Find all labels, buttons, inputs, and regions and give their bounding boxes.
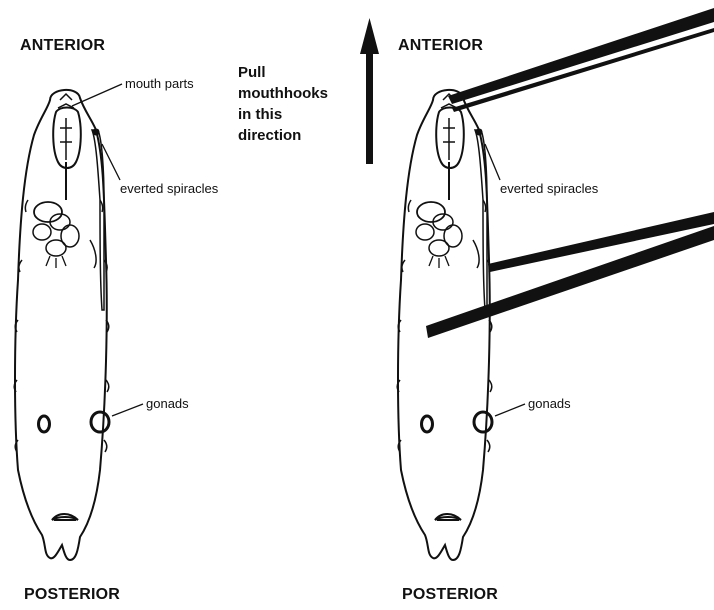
right-gonads-pointer <box>495 404 525 416</box>
instruction-line-2: mouthhooks <box>238 83 368 104</box>
instruction-line-4: direction <box>238 125 368 146</box>
upper-forceps <box>448 8 714 112</box>
lower-forceps <box>426 212 714 338</box>
left-everted-spiracles-label: everted spiracles <box>120 181 218 196</box>
right-gonads-label: gonads <box>528 396 571 411</box>
left-gonads-pointer <box>112 404 143 416</box>
left-posterior-label: POSTERIOR <box>24 586 120 604</box>
right-posterior-label: POSTERIOR <box>402 586 498 604</box>
instruction-line-3: in this <box>238 104 368 125</box>
left-spiracles-pointer <box>102 144 120 180</box>
left-anterior-label: ANTERIOR <box>20 37 105 55</box>
right-everted-spiracles-label: everted spiracles <box>500 181 598 196</box>
left-larva <box>14 84 143 560</box>
right-anterior-label: ANTERIOR <box>398 37 483 55</box>
instruction-line-1: Pull <box>238 62 368 83</box>
pull-instruction: Pull mouthhooks in this direction <box>238 62 368 146</box>
left-mouth-parts-label: mouth parts <box>125 76 194 91</box>
left-gonads-label: gonads <box>146 396 189 411</box>
